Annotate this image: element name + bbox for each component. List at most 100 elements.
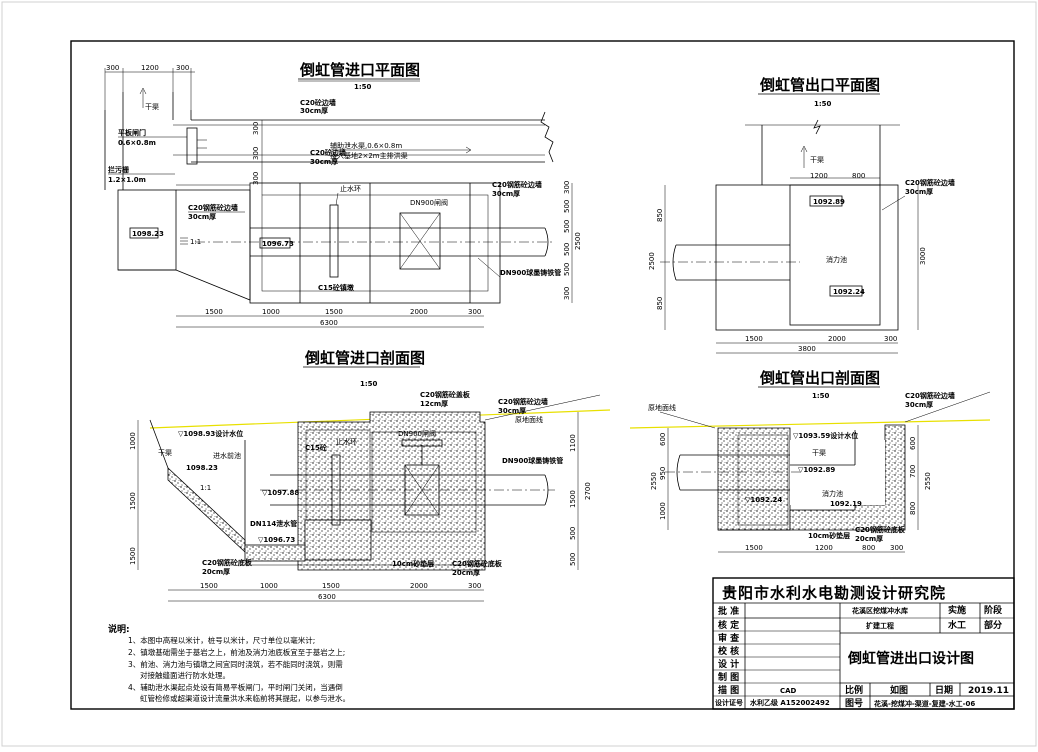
- drawing-label: 原地面线: [648, 403, 676, 412]
- drawing-label: 300: [884, 335, 897, 343]
- drawing-label: 干渠: [145, 102, 159, 111]
- drawing-label: 500: [563, 200, 571, 213]
- drawing-label: 1092.89: [813, 198, 845, 206]
- drawing-label: ▽1093.59设计水位: [793, 431, 858, 440]
- drawing-label: 接入基地2×2m主排洪渠: [330, 151, 408, 160]
- drawing-label: DN900闸阀: [410, 198, 448, 207]
- drawing-label: C20钢筋砼边墙: [905, 391, 955, 400]
- drawing-label: ▽1098.93设计水位: [178, 429, 243, 438]
- inlet-section-title: 倒虹管进口剖面图: [304, 349, 425, 367]
- drawing-label: 1200: [815, 544, 833, 552]
- outlet-section-title: 倒虹管出口剖面图: [759, 369, 880, 387]
- drawing-label: 水利乙级 A152002492: [750, 698, 830, 707]
- drawing-label: 1500: [569, 490, 577, 508]
- drawing-label: 1:50: [812, 392, 830, 400]
- drawing-label: 1092.24: [833, 288, 865, 296]
- drawing-label: 1500: [129, 547, 137, 565]
- drawing-label: 花溪区挖煤冲水库: [852, 606, 908, 615]
- drawing-label: 6300: [320, 319, 338, 327]
- drawing-label: 1000: [129, 432, 137, 450]
- drawing-label: 1200: [141, 64, 159, 72]
- drawing-label: C20砼边墙: [300, 98, 336, 107]
- drawing-label: 2500: [648, 252, 656, 270]
- notes-block: 说明: 1、本图中高程以米计，桩号以米计，尺寸单位以毫米计; 2、镇墩基础需坐于…: [108, 623, 350, 703]
- drawing-label: C20砼边墙: [310, 148, 346, 157]
- note-line: 1、本图中高程以米计，桩号以米计，尺寸单位以毫米计;: [128, 635, 315, 645]
- drawing-label: ▽1096.73: [258, 536, 295, 544]
- drawing-label: C20钢筋砼盖板: [420, 390, 471, 399]
- drawing-label: 30cm厚: [300, 106, 328, 115]
- drawing-label: C20钢筋砼底板: [855, 525, 906, 534]
- drawing-label: 20cm厚: [202, 567, 230, 576]
- note-line: 对接触缝面进行防水处理。: [140, 670, 230, 680]
- drawing-label: 30cm厚: [188, 212, 216, 221]
- drawing-label: 进水前池: [213, 451, 241, 460]
- drawing-label: 0.6×0.8m: [118, 139, 156, 147]
- drawing-label: 2700: [584, 482, 592, 500]
- drawing-label: 1:50: [814, 100, 832, 108]
- drawing-label: 批 准: [718, 605, 739, 617]
- drawing-label: 1096.73: [262, 240, 294, 248]
- drawing-label: 850: [656, 209, 664, 222]
- drawing-label: DN900闸阀: [398, 429, 436, 438]
- drawing-label: 辅助泄水渠,0.6×0.8m: [330, 141, 402, 150]
- title-block: 贵阳市水利水电勘测设计研究院 批 准 核 定 审 查 校 核 设 计 制 图 描…: [712, 577, 1015, 710]
- drawing-label: 止水环: [340, 184, 361, 193]
- drawing-label: CAD: [780, 687, 797, 695]
- drawing-label: 设 计: [718, 658, 739, 670]
- drawing-label: 800: [852, 172, 865, 180]
- drawing-label: 700: [909, 465, 917, 478]
- drawing-label: 300: [563, 287, 571, 300]
- drawing-label: 校 核: [718, 645, 739, 657]
- drawing-label: 800: [862, 544, 875, 552]
- drawing-label: 干渠: [158, 448, 172, 457]
- drawing-label: ▽1097.88: [262, 489, 299, 497]
- drawing-label: 实施: [948, 604, 966, 616]
- drawing-label: 600: [909, 437, 917, 450]
- drawing-label: DN900球墨铸铁管: [502, 456, 563, 465]
- drawing-label: 消力池: [826, 255, 847, 264]
- drawing-label: C20钢筋砼边墙: [498, 397, 548, 406]
- drawing-label: 500: [569, 553, 577, 566]
- drawing-label: 6300: [318, 593, 336, 601]
- drawing-label: 600: [659, 433, 667, 446]
- drawing-label: 阶段: [984, 604, 1003, 616]
- outlet-plan-view: 倒虹管出口平面图 1:50 干渠 1200 800 C20钢筋砼边墙 30cm厚…: [648, 76, 955, 354]
- inlet-plan-scale: 1:50: [354, 83, 372, 91]
- drawing-title: 倒虹管进出口设计图: [847, 650, 974, 667]
- drawing-label: 水工: [948, 619, 966, 631]
- drawing-label: ▽1092.24: [745, 496, 782, 504]
- drawing-label: 1500: [129, 492, 137, 510]
- drawing-label: 300: [252, 147, 260, 160]
- drawing-label: 1092.19: [830, 500, 862, 508]
- drawing-label: C20钢筋砼边墙: [188, 203, 238, 212]
- drawing-label: DN114泄水管: [250, 519, 297, 528]
- drawing-label: 1500: [322, 582, 340, 590]
- drawing-label: 300: [252, 122, 260, 135]
- drawing-label: 消力池: [822, 489, 843, 498]
- drawing-label: 30cm厚: [905, 400, 933, 409]
- drawing-label: 1:1: [200, 484, 211, 492]
- drawing-label: 1098.23: [132, 230, 164, 238]
- note-line: 3、前池、消力池与镇墩之间宜同时浇筑，若不能同时浇筑，则需: [128, 659, 343, 669]
- drawing-label: 10cm砂垫层: [808, 531, 850, 540]
- inlet-plan-view: 倒虹管进口平面图 1:50 300 1200 300 干渠 C20砼边墙 30c…: [104, 61, 582, 328]
- drawing-label: 300: [468, 582, 481, 590]
- drawing-label: 部分: [984, 619, 1002, 631]
- inlet-plan-title: 倒虹管进口平面图: [299, 61, 420, 79]
- drawing-label: 300: [252, 172, 260, 185]
- note-line: 4、辅助泄水渠起点处设有简易平板闸门，平时闸门关闭，当遇倒: [128, 682, 343, 692]
- drawing-label: 20cm厚: [452, 568, 480, 577]
- drawing-label: C15砼镇墩: [318, 283, 355, 292]
- drawing-label: 1100: [569, 434, 577, 452]
- outlet-plan-title: 倒虹管出口平面图: [759, 76, 880, 94]
- drawing-label: 30cm厚: [498, 406, 526, 415]
- drawing-label: 1000: [260, 582, 278, 590]
- drawing-label: 500: [563, 243, 571, 256]
- drawing-label: 300: [563, 181, 571, 194]
- drawing-label: 1000: [262, 308, 280, 316]
- drawing-label: 500: [569, 527, 577, 540]
- drawing-label: 300: [106, 64, 119, 72]
